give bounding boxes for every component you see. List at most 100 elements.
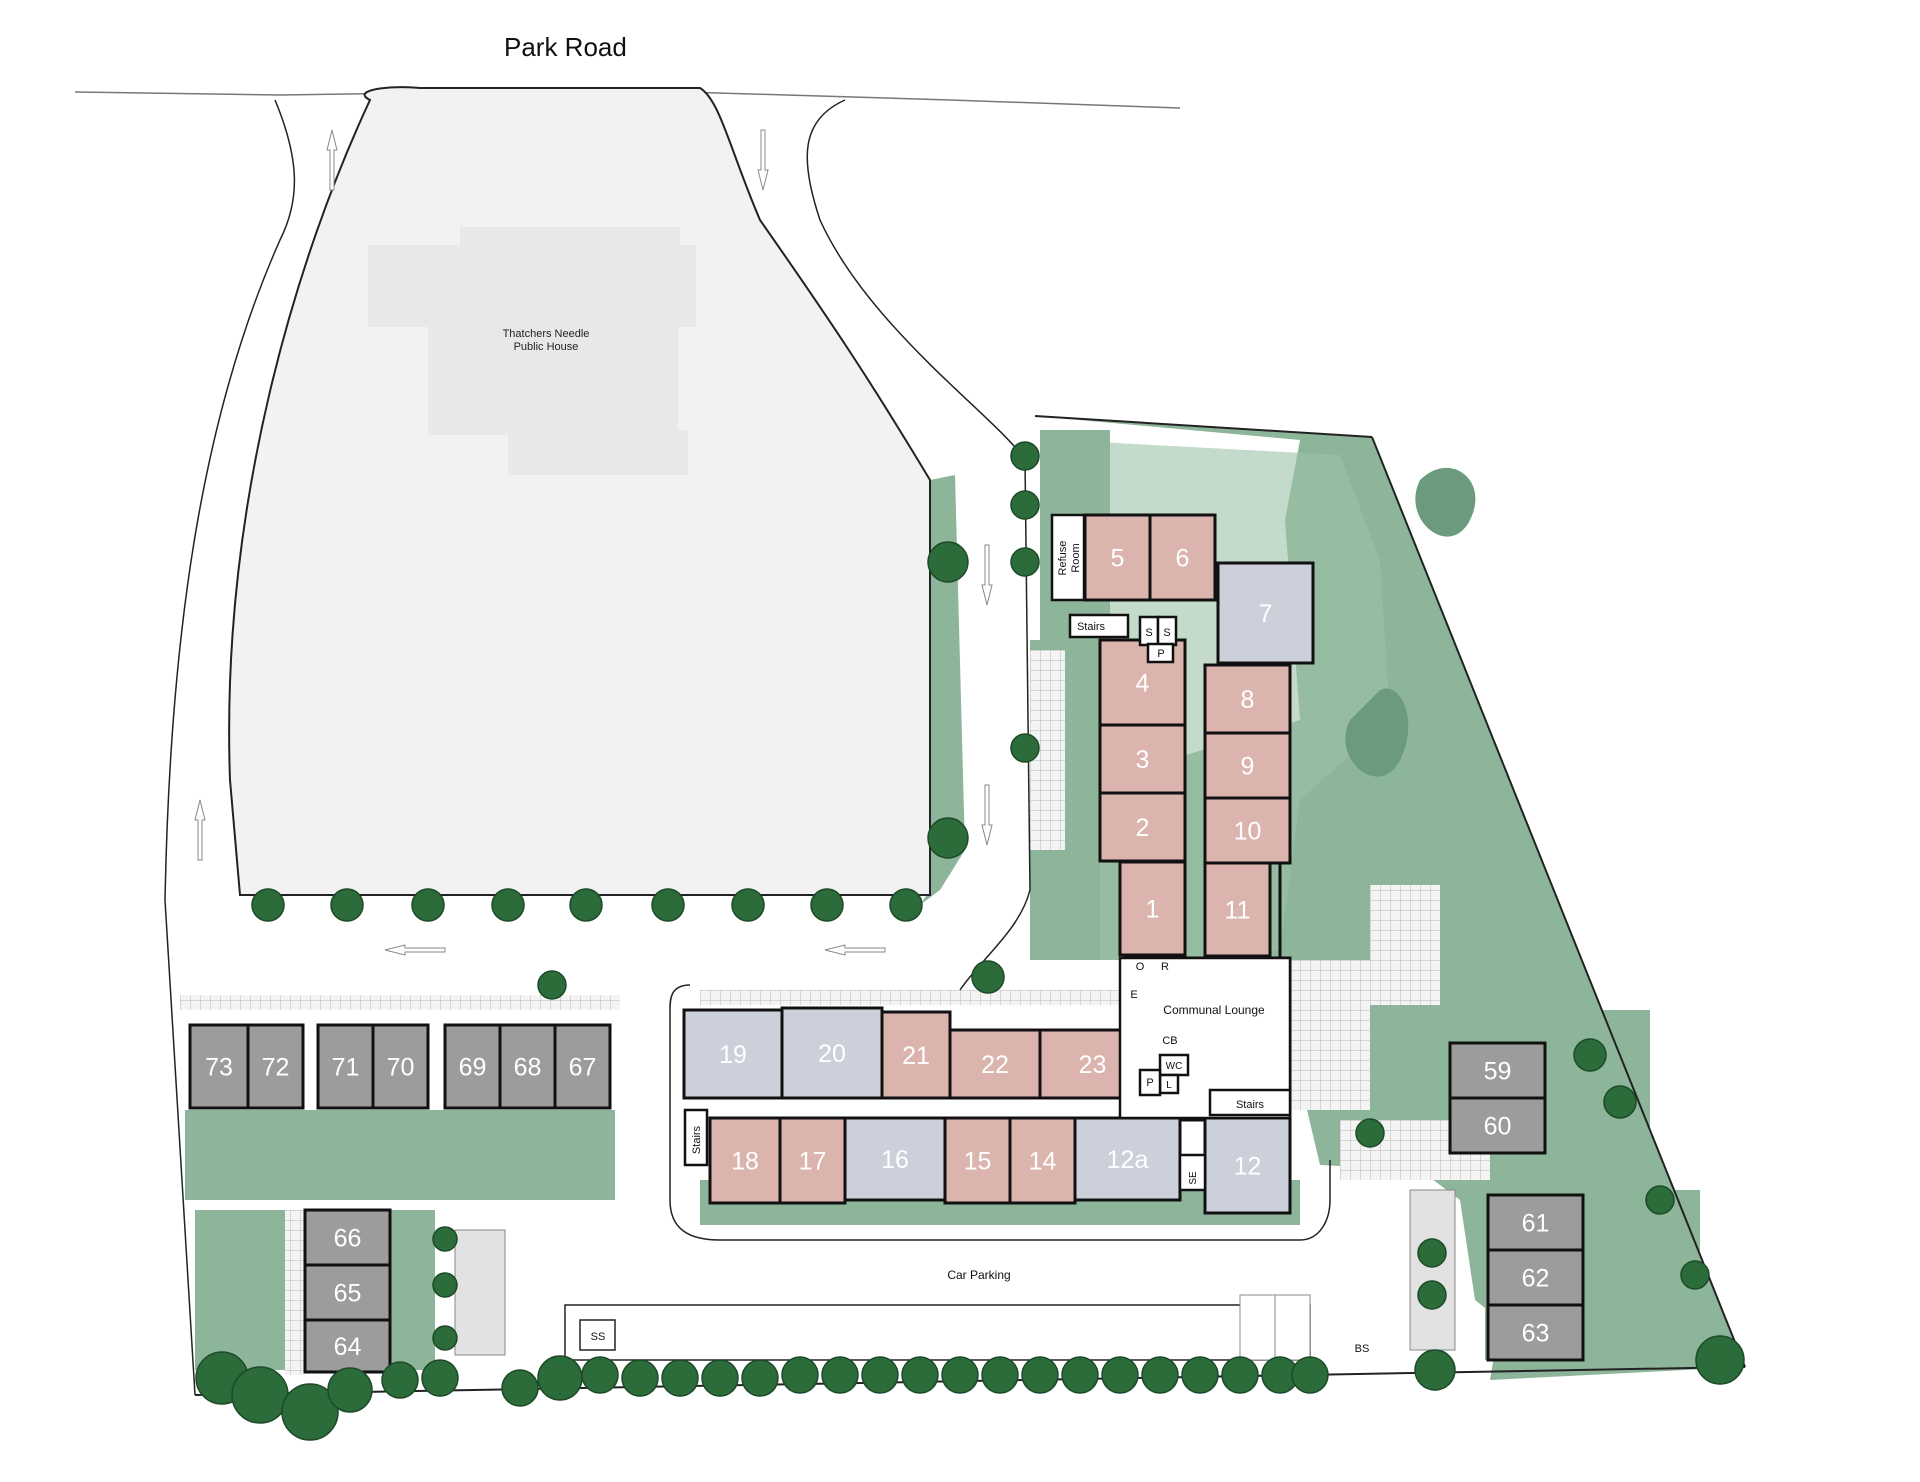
- unit-shape: [316, 1023, 375, 1110]
- unit-5: 5: [1083, 513, 1152, 602]
- stairs-east-label: Stairs: [1236, 1099, 1265, 1111]
- unit-number-label: 61: [1522, 1210, 1550, 1238]
- unit-shape: [1203, 861, 1272, 958]
- site-north-boundary: [1034, 415, 1373, 438]
- unit-shape: [1203, 796, 1292, 865]
- tree-icon: [861, 1356, 899, 1394]
- unit-number-label: 66: [334, 1225, 362, 1253]
- unit-14: 14: [1008, 1116, 1077, 1205]
- tree-icon: [1291, 1356, 1329, 1394]
- unit-number-label: 4: [1136, 670, 1150, 698]
- unit-65: 65: [303, 1263, 392, 1322]
- stairs-west: [683, 1108, 709, 1167]
- o-label: O: [1136, 961, 1145, 973]
- tree-icon: [432, 1226, 458, 1252]
- unit-3: 3: [1098, 723, 1187, 795]
- unit-9: 9: [1203, 731, 1292, 800]
- unit-shape: [1148, 513, 1217, 602]
- unit-shape: [1216, 561, 1315, 665]
- se-label: SE: [1188, 1171, 1199, 1185]
- tree-icon: [327, 1367, 373, 1413]
- tree-icon: [537, 1355, 583, 1401]
- tree-icon: [741, 1359, 779, 1397]
- pond-1: [1345, 688, 1409, 777]
- unit-number-label: 8: [1241, 686, 1255, 714]
- garage-east: [1409, 1189, 1456, 1351]
- unit-6: 6: [1148, 513, 1217, 602]
- unit-number-label: 9: [1241, 753, 1255, 781]
- unit-number-label: 70: [387, 1054, 415, 1082]
- unit-number-label: 71: [332, 1054, 360, 1082]
- tree-icon: [411, 888, 445, 922]
- unit-number-label: 73: [205, 1054, 233, 1082]
- service-p-south: [1138, 1068, 1162, 1097]
- communal-lounge-label: Communal Lounge: [1163, 1003, 1265, 1017]
- unit-number-label: 18: [731, 1148, 759, 1176]
- unit-number-label: 15: [964, 1148, 992, 1176]
- unit-67: 67: [553, 1023, 612, 1110]
- unit-20: 20: [780, 1006, 884, 1100]
- refuse-room-label-1: Refuse: [1057, 541, 1069, 576]
- tree-icon: [621, 1359, 659, 1397]
- l-label: L: [1166, 1080, 1172, 1091]
- stairs-north-label: Stairs: [1077, 621, 1106, 633]
- unit-number-label: 19: [719, 1041, 747, 1069]
- stairs-north: [1068, 613, 1130, 639]
- tree-icon: [1680, 1260, 1710, 1290]
- tree-icon: [889, 888, 923, 922]
- arrow-up-icon: [194, 799, 206, 861]
- bs-label: BS: [1355, 1343, 1370, 1355]
- road-arrows: [194, 129, 993, 956]
- tree-icon: [1417, 1238, 1447, 1268]
- refuse-room-label-2: Room: [1070, 543, 1082, 572]
- paving-64-66: [285, 1210, 305, 1375]
- unit-number-label: 5: [1111, 545, 1125, 573]
- unit-69: 69: [443, 1023, 502, 1110]
- tree-icon: [381, 1361, 419, 1399]
- unit-number-label: 21: [902, 1042, 930, 1070]
- unit-number-label: 1: [1146, 896, 1160, 924]
- tree-icon: [330, 888, 364, 922]
- unit-shape: [708, 1116, 782, 1205]
- unit-62: 62: [1486, 1248, 1585, 1307]
- tree-icon: [901, 1356, 939, 1394]
- site-east-boundary: [1371, 436, 1746, 1368]
- paving-east: [1370, 885, 1440, 1005]
- unit-66: 66: [303, 1208, 392, 1267]
- stairs-west-label: Stairs: [691, 1125, 703, 1154]
- unit-59: 59: [1448, 1041, 1547, 1100]
- unit-shape: [553, 1023, 612, 1110]
- cb-label: CB: [1162, 1035, 1177, 1047]
- terrace-gardens: [185, 1110, 615, 1200]
- unit-shape: [1118, 860, 1187, 957]
- unit-number-label: 10: [1234, 818, 1262, 846]
- unit-shape: [303, 1318, 392, 1374]
- unit-number-label: 67: [569, 1054, 597, 1082]
- unit-2: 2: [1098, 791, 1187, 863]
- tree-icon: [1603, 1085, 1637, 1119]
- stairs-east: [1208, 1088, 1292, 1117]
- unit-number-label: 69: [459, 1054, 487, 1082]
- tree-icon: [927, 541, 969, 583]
- tree-icon: [731, 888, 765, 922]
- unit-18: 18: [708, 1116, 782, 1205]
- tree-icon: [432, 1272, 458, 1298]
- unit-number-label: 12: [1234, 1153, 1262, 1181]
- unit-number-label: 63: [1522, 1320, 1550, 1348]
- tree-icon: [651, 888, 685, 922]
- refuse-room: [1050, 513, 1086, 602]
- arrow-left-icon: [384, 944, 446, 956]
- unit-number-label: 60: [1484, 1113, 1512, 1141]
- tree-icon: [1010, 441, 1040, 471]
- unit-shape: [948, 1028, 1042, 1100]
- unit-64: 64: [303, 1318, 392, 1374]
- unit-number-label: 64: [334, 1333, 362, 1361]
- unit-8: 8: [1203, 663, 1292, 735]
- tree-icon: [1414, 1349, 1456, 1391]
- unit-17: 17: [778, 1116, 847, 1205]
- tree-icon: [1061, 1356, 1099, 1394]
- tree-icon: [661, 1359, 699, 1397]
- tree-icon: [1021, 1356, 1059, 1394]
- unit-shape: [1448, 1041, 1547, 1100]
- unit-number-label: 20: [818, 1040, 846, 1068]
